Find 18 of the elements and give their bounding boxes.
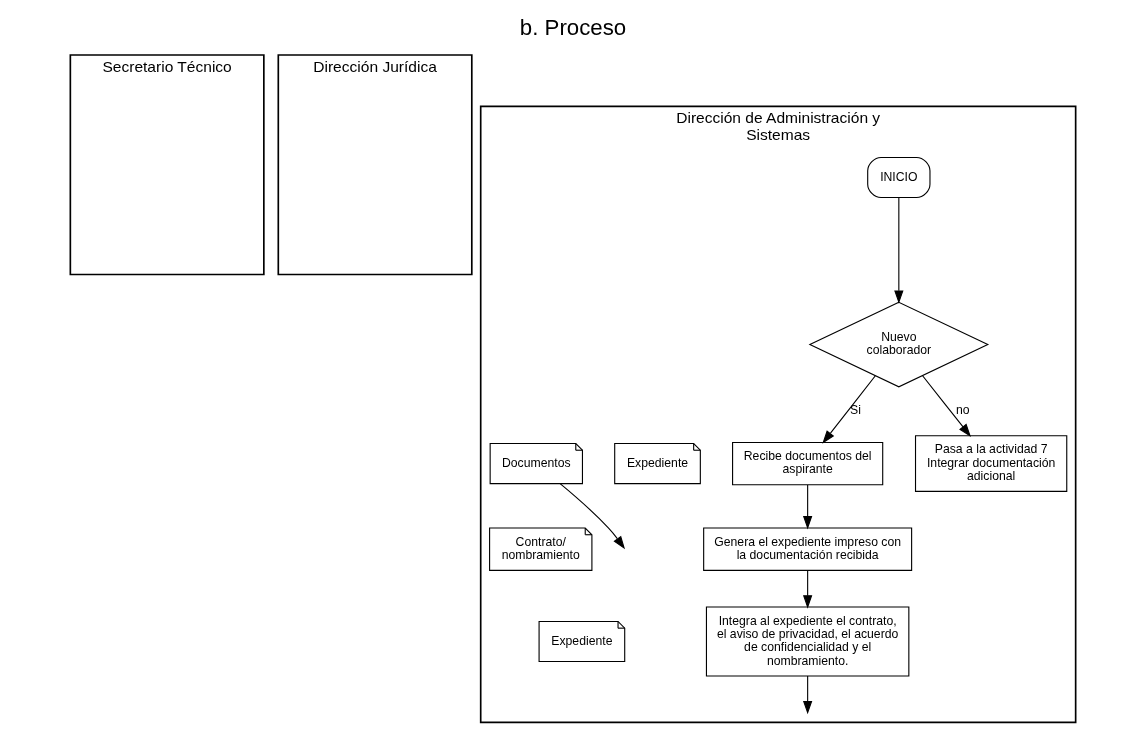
arrow [559, 483, 626, 550]
node-box: Recibe documentos del aspirante [732, 441, 884, 486]
node-diamond: Nuevo colaborador [808, 301, 990, 388]
edge-label: Si [850, 403, 861, 418]
arrow [922, 375, 971, 437]
node-box: Genera el expediente impreso con la documentación recibida [703, 527, 913, 571]
arrow [822, 375, 876, 444]
arrow [802, 570, 813, 609]
node-box: Dirección Jurídica [277, 54, 473, 276]
node-box: Secretario Técnico [69, 54, 265, 276]
node-box: INICIO [867, 156, 931, 199]
node-box: Pasa a la actividad 7 Integrar documentación adicional [914, 435, 1068, 492]
diagram-title: b. Proceso [519, 14, 627, 40]
arrow [894, 197, 904, 304]
edge-label: no [955, 403, 970, 418]
node-box: Integra al expediente el contrato, el aviso de privacidad, el acuerdo de confidencialidad y el nombramiento. [705, 606, 910, 677]
arrow [802, 484, 813, 530]
arrow [802, 675, 813, 715]
